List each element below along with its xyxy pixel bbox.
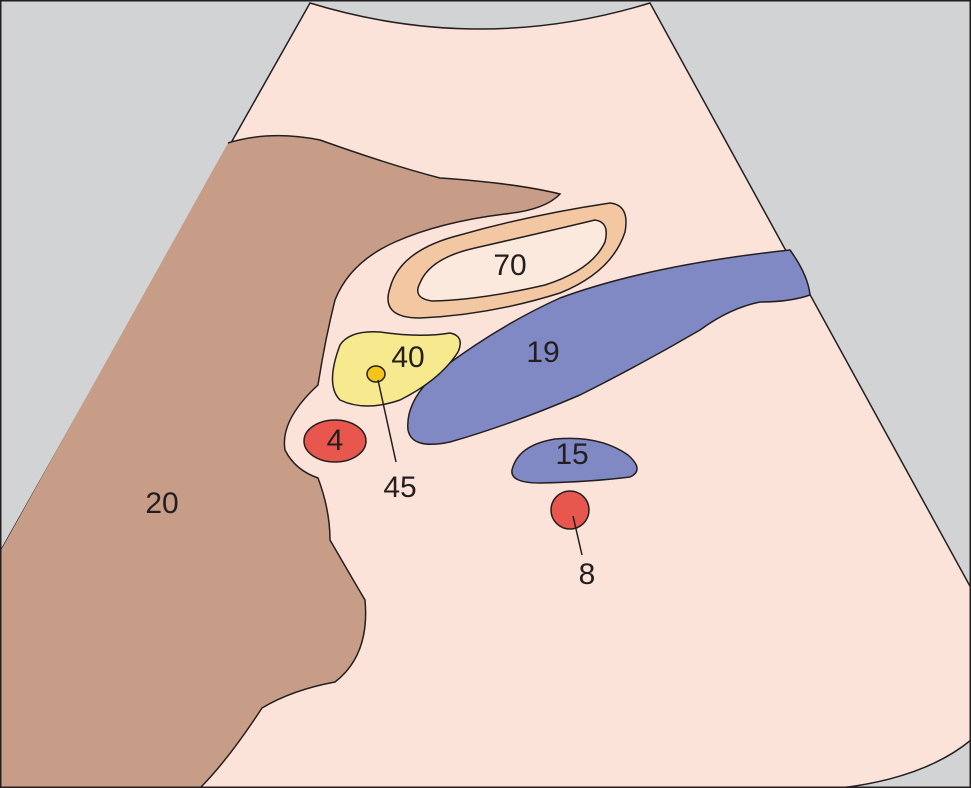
red-structure-left — [303, 419, 367, 463]
label-yellow: 40 — [391, 341, 424, 374]
label-yellow-dot: 45 — [383, 471, 416, 504]
label-ring: 70 — [493, 249, 526, 282]
yellow-dot — [366, 365, 386, 383]
liver-boundary — [199, 134, 562, 788]
yellow-dot-leader — [377, 379, 397, 463]
blue-vessel-small — [511, 437, 638, 484]
label-blue-small: 15 — [555, 438, 588, 471]
label-red-left: 4 — [327, 424, 344, 457]
yellow-structure — [331, 331, 461, 407]
label-red-small: 8 — [579, 558, 596, 591]
liver-region — [0, 135, 560, 788]
ring-inner — [417, 219, 607, 302]
red-structure-small — [550, 490, 590, 530]
red-small-leader — [572, 515, 583, 556]
blue-vessel-large — [407, 249, 811, 445]
label-liver: 20 — [145, 487, 178, 520]
label-blue-large: 19 — [526, 336, 559, 369]
